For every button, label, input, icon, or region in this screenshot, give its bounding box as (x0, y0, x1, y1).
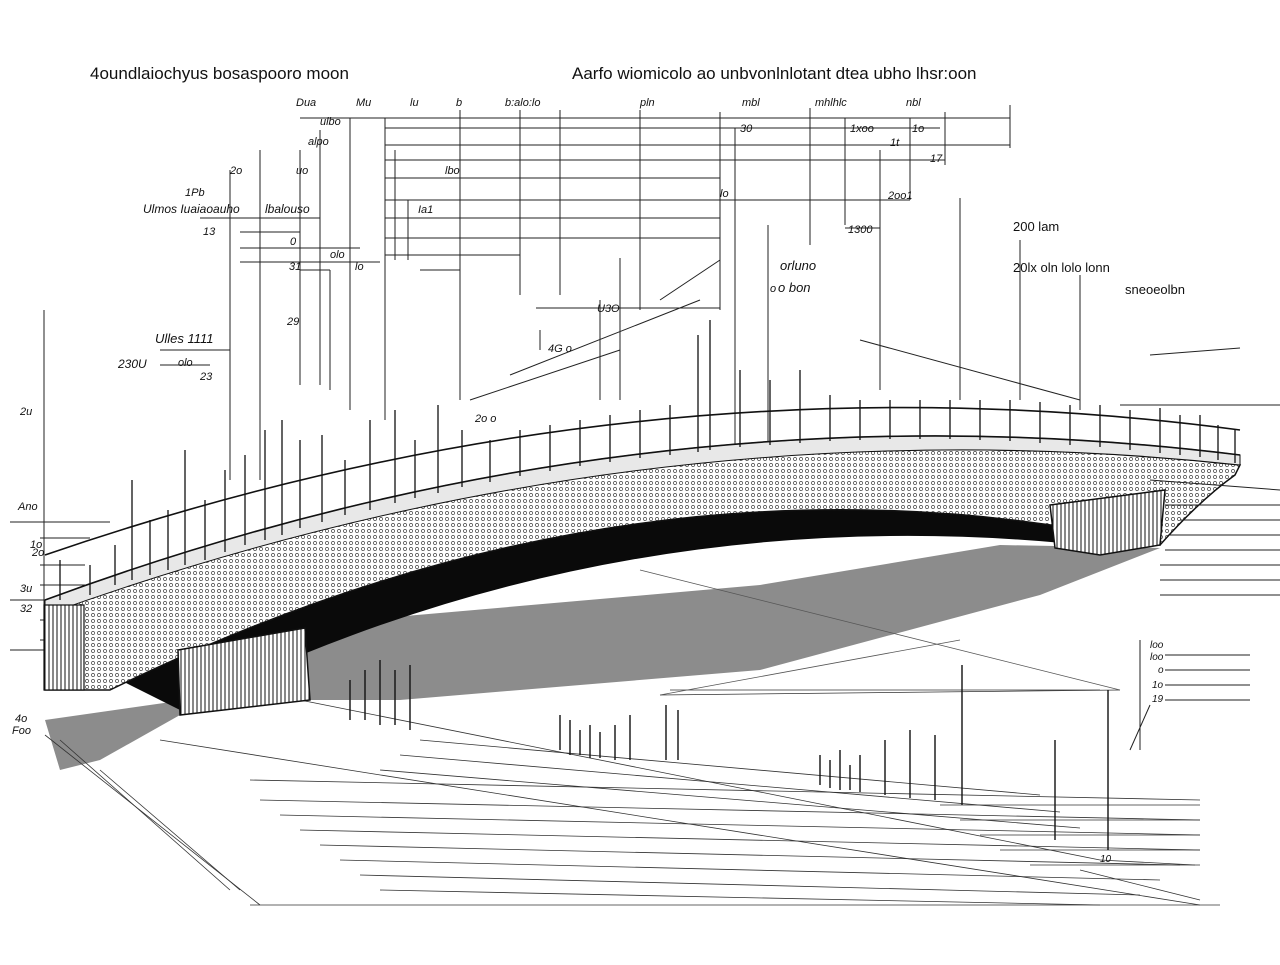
bridge-railing (44, 406, 1241, 556)
railing-posts (59, 320, 1236, 600)
label-ul-3: uo (296, 165, 308, 177)
label-lr-2: o (1158, 665, 1164, 676)
label-ls-11: Foo (12, 725, 31, 737)
label-lr-5: 10 (1100, 854, 1112, 865)
label-top-6: mbl (742, 97, 760, 109)
label-top-3: b (456, 97, 462, 109)
label-top-7: mhlhlc (815, 97, 847, 109)
label-ul-7: lbalouso (265, 202, 310, 216)
label-mr-0: 1xoo (850, 123, 874, 135)
ground-posts (349, 660, 1109, 850)
top-row-labels: Dua Mu lu b b:alo:lo pln mbl mhlhlc nbl (296, 97, 921, 109)
label-ul-5: 1Pb (185, 187, 205, 199)
center-labels: U3O 4G o 2o o (474, 303, 620, 425)
lower-right-labels: loo loo o 1o 19 10 (1100, 640, 1164, 865)
bridge-shadow (45, 545, 1160, 770)
label-top-1: Mu (356, 97, 371, 109)
deck-edge (44, 435, 1241, 601)
label-top-0: Dua (296, 97, 316, 109)
shadow-measure-lines (639, 569, 1121, 696)
label-top-8: nbl (906, 97, 921, 109)
label-lr-1: loo (1150, 652, 1164, 663)
label-fr-2: sneoeolbn (1125, 282, 1185, 297)
label-ul-1: alpo (308, 136, 329, 148)
label-lr-0: loo (1150, 640, 1164, 651)
label-ls-0: 29 (286, 316, 299, 328)
left-pier (177, 627, 311, 716)
label-mr-1: 1t (890, 137, 900, 149)
label-top-5: pln (639, 97, 655, 109)
label-ul-13: Ia1 (418, 204, 433, 216)
left-scale-labels: 29 Ulles 1111 230U olo 23 2u Ano 1o 2o 3… (12, 316, 299, 737)
ground-hatching (44, 689, 1220, 906)
top-dimension-lines (160, 105, 1081, 480)
label-fr-1: 20lx oln lolo lonn (1013, 260, 1110, 275)
label-c-2: 2o o (474, 413, 496, 425)
upper-left-labels: ulbo alpo 2o uo lbo 1Pb Ulmos Iuaiaoauho… (143, 116, 460, 273)
label-ul-4: lbo (445, 165, 460, 177)
label-ul-8: 13 (203, 226, 216, 238)
label-mr-2: 17 (930, 153, 943, 165)
label-ls-2: 230U (117, 357, 147, 371)
label-c-1: 4G o (548, 343, 572, 355)
label-ul-0: ulbo (320, 116, 341, 128)
label-lr-3: 1o (1152, 680, 1164, 691)
label-mr-9: orluno (780, 258, 816, 273)
label-ul-9: 0 (290, 236, 297, 248)
right-extension-lines (859, 339, 1280, 596)
header-left-title: 4oundlaiochyus bosaspooro moon (90, 64, 349, 83)
lower-right-dimensions (1129, 640, 1250, 751)
label-ls-5: 2u (19, 406, 32, 418)
label-ls-6: Ano (17, 501, 38, 513)
label-top-2: lu (410, 97, 419, 109)
label-ul-10: 31 (289, 261, 301, 273)
label-ls-4: 23 (199, 371, 213, 383)
right-pier (1049, 489, 1166, 556)
label-mr-8: lo (720, 188, 729, 200)
label-mr-3: 2oo1 (887, 190, 912, 202)
label-mr-10: o bon (778, 280, 811, 295)
label-ul-2: 2o (229, 165, 242, 177)
label-ul-12: olo (330, 249, 345, 261)
label-ls-8: 2o (31, 547, 44, 559)
mid-right-labels: 1xoo 1t 17 2oo1 1o 30 1300 o lo orluno o… (720, 123, 943, 295)
label-mr-6: 1300 (848, 224, 873, 236)
label-c-0: U3O (597, 303, 620, 315)
label-ls-9: 32 (20, 603, 32, 615)
header-right-title: Aarfo wiomicolo ao unbvonlnlotant dtea u… (572, 64, 977, 83)
label-ls-1: Ulles 1111 (155, 331, 214, 346)
far-right-labels: 200 lam 20lx oln lolo lonn sneoeolbn (1013, 219, 1185, 297)
label-mr-7: o (770, 283, 776, 295)
label-ls-7: 1o (30, 539, 42, 551)
label-fr-0: 200 lam (1013, 219, 1059, 234)
left-abutment (43, 604, 85, 691)
label-ls-12: 4o (15, 713, 27, 725)
label-ul-11: lo (355, 261, 364, 273)
label-ls-10: 3u (20, 583, 32, 595)
label-mr-5: 30 (740, 123, 753, 135)
label-lr-4: 19 (1152, 694, 1164, 705)
label-ls-3: olo (178, 357, 193, 369)
label-top-4: b:alo:lo (505, 97, 540, 109)
label-ul-6: Ulmos Iuaiaoauho (143, 202, 240, 216)
label-mr-4: 1o (912, 123, 924, 135)
